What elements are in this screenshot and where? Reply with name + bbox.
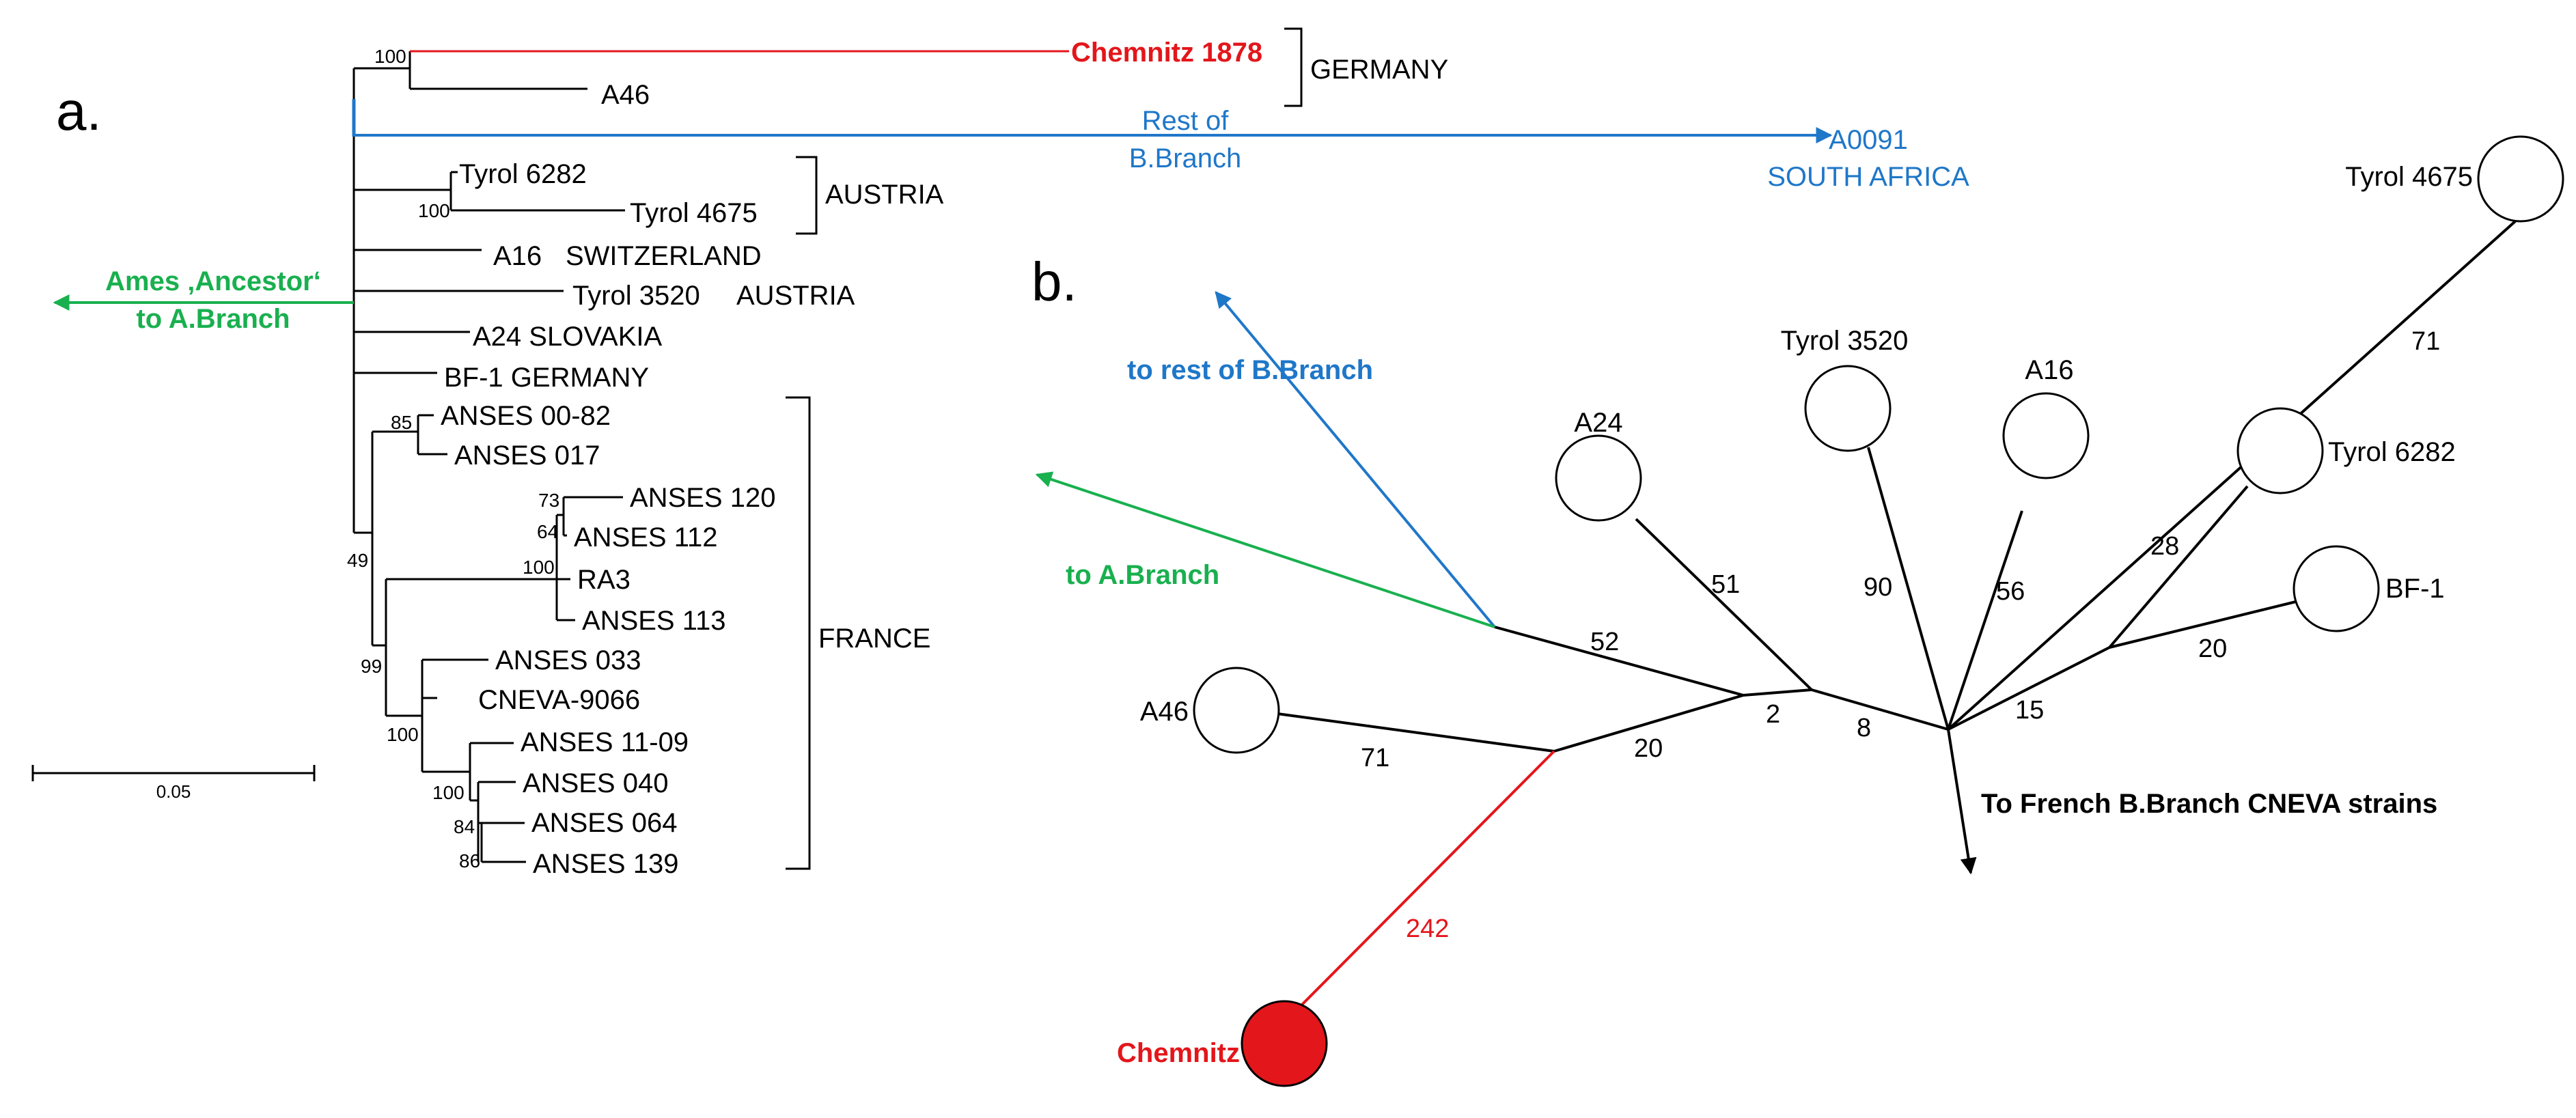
tree-branches	[352, 51, 625, 863]
edge-weight-chemnitz: 242	[1406, 914, 1449, 943]
edge-weight: 71	[2411, 327, 2440, 356]
taxon-anses-017: ANSES 017	[454, 441, 600, 471]
switzerland-label: SWITZERLAND	[566, 241, 762, 271]
taxon-a0091: A0091	[1829, 125, 1908, 155]
taxon-anses-112: ANSES 112	[574, 522, 718, 553]
taxon-a46: A46	[601, 80, 650, 110]
network-nodes	[1193, 135, 2564, 754]
to-french-label: To French B.Branch CNEVA strains	[1981, 789, 2437, 819]
support-value: 85	[391, 412, 412, 433]
scale-bar-label: 0.05	[156, 781, 191, 802]
node-tyrol-4675: Tyrol 4675	[2345, 162, 2473, 192]
taxon-a24-slovakia: A24 SLOVAKIA	[473, 322, 663, 352]
group-austria: AUSTRIA	[825, 180, 944, 210]
edge-weight: 15	[2015, 696, 2044, 725]
support-value: 100	[374, 46, 406, 67]
taxon-anses-040: ANSES 040	[523, 768, 668, 798]
edge-weight: 20	[1634, 734, 1663, 763]
taxon-tyrol-3520: Tyrol 3520	[572, 281, 700, 311]
edge-weight: 52	[1590, 628, 1619, 656]
edge-weight: 2	[1766, 700, 1780, 729]
to-a-branch-label: to A.Branch	[136, 304, 290, 334]
support-value: 100	[418, 200, 450, 221]
to-rest-b-branch-arrow	[1215, 291, 1496, 628]
node-tyrol-3520: Tyrol 3520	[1781, 326, 1909, 356]
taxon-anses-033: ANSES 033	[495, 645, 641, 675]
taxon-chemnitz-1878: Chemnitz 1878	[1071, 38, 1262, 68]
to-rest-b-branch-label: to rest of B.Branch	[1127, 355, 1373, 385]
taxon-cneva-9066: CNEVA-9066	[478, 685, 640, 715]
chemnitz-node	[1241, 1000, 1328, 1087]
panel-b-label: b.	[1031, 251, 1077, 312]
node-bf1: BF-1	[2385, 574, 2445, 604]
support-value: 99	[361, 656, 382, 677]
edge-weight: 20	[2198, 634, 2227, 663]
taxon-a16: A16	[493, 241, 542, 271]
edge-weight: 90	[1864, 573, 1892, 602]
taxon-anses-113: ANSES 113	[582, 606, 726, 636]
south-africa-label: SOUTH AFRICA	[1767, 162, 1969, 192]
to-a-branch-arrow	[1035, 471, 1495, 628]
chemnitz-edge	[1300, 750, 1555, 1007]
group-brackets	[786, 27, 1303, 870]
node-a24: A24	[1574, 408, 1622, 438]
edge-weight: 51	[1711, 570, 1740, 599]
to-a-branch-net-label: to A.Branch	[1066, 560, 1219, 590]
ames-ancestor-label: Ames ‚Ancestor‘	[105, 266, 321, 296]
taxon-tyrol-6282: Tyrol 6282	[459, 159, 587, 189]
support-value: 84	[454, 816, 475, 837]
support-value: 49	[347, 550, 368, 571]
taxon-bf1-germany: BF-1 GERMANY	[444, 363, 649, 393]
support-value: 100	[432, 782, 465, 803]
edge-weight: 71	[1361, 744, 1389, 772]
panel-b: b.	[1031, 135, 2564, 1087]
taxon-anses-11-09: ANSES 11-09	[521, 727, 689, 757]
support-value: 86	[459, 850, 480, 871]
taxon-anses-00-82: ANSES 00-82	[441, 401, 611, 431]
edge-weight: 8	[1857, 714, 1871, 742]
to-french-arrow	[1947, 729, 1977, 875]
node-chemnitz: Chemnitz	[1117, 1038, 1240, 1068]
scale-bar	[31, 765, 316, 781]
taxon-tyrol-4675: Tyrol 4675	[630, 198, 758, 228]
taxon-anses-064: ANSES 064	[531, 808, 677, 838]
panel-a: a.	[31, 27, 1969, 879]
edge-weight: 28	[2150, 532, 2179, 561]
network-edges	[1277, 209, 2529, 753]
group-germany: GERMANY	[1310, 55, 1448, 85]
node-a46: A46	[1140, 697, 1189, 727]
support-value: 64	[537, 521, 558, 542]
taxon-anses-139: ANSES 139	[533, 849, 678, 879]
taxon-ra3: RA3	[577, 565, 631, 595]
support-value: 100	[523, 557, 555, 578]
rest-of-label: Rest of	[1142, 106, 1230, 136]
austria-label-2: AUSTRIA	[736, 281, 855, 311]
node-a16: A16	[2025, 355, 2073, 385]
taxon-anses-120: ANSES 120	[630, 483, 775, 513]
b-branch-label: B.Branch	[1129, 143, 1242, 173]
support-value: 100	[387, 724, 419, 745]
edge-weight: 56	[1996, 577, 2025, 606]
support-value: 73	[538, 490, 559, 511]
node-tyrol-6282: Tyrol 6282	[2328, 437, 2456, 467]
panel-a-label: a.	[56, 81, 102, 141]
group-france: FRANCE	[818, 624, 930, 654]
